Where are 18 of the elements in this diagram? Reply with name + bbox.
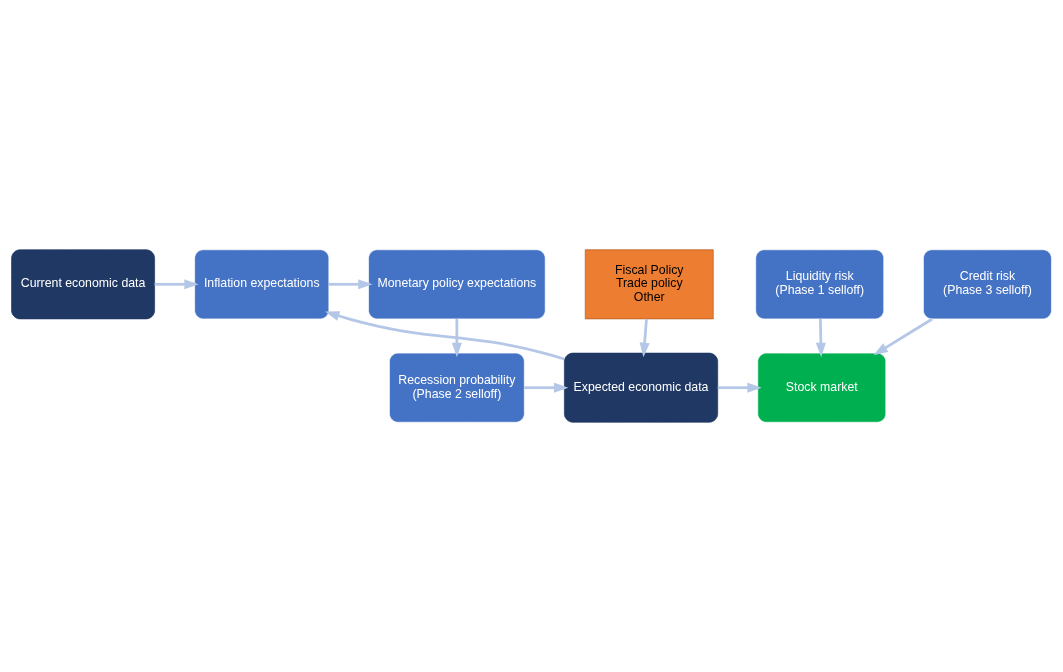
arrow: [524, 382, 569, 393]
arrow: [639, 318, 650, 358]
arrow: [815, 318, 826, 358]
arrow: [325, 311, 565, 361]
arrow: [717, 382, 762, 393]
node-box: Credit risk (Phase 3 selloff): [923, 249, 1052, 320]
arrow: [154, 279, 199, 290]
node-box: Monetary policy expectations: [368, 249, 546, 320]
node-box: Recession probability (Phase 2 selloff): [389, 352, 525, 423]
arrow: [873, 317, 933, 356]
node-box: Fiscal Policy Trade policy Other: [584, 249, 714, 320]
node-box: Liquidity risk (Phase 1 selloff): [755, 249, 885, 320]
node-box: Stock market: [757, 352, 887, 423]
node-box: Current economic data: [11, 249, 155, 320]
arrow: [451, 318, 462, 358]
node-box: Expected economic data: [564, 352, 719, 423]
arrow: [329, 279, 373, 290]
node-box: Inflation expectations: [194, 249, 330, 320]
